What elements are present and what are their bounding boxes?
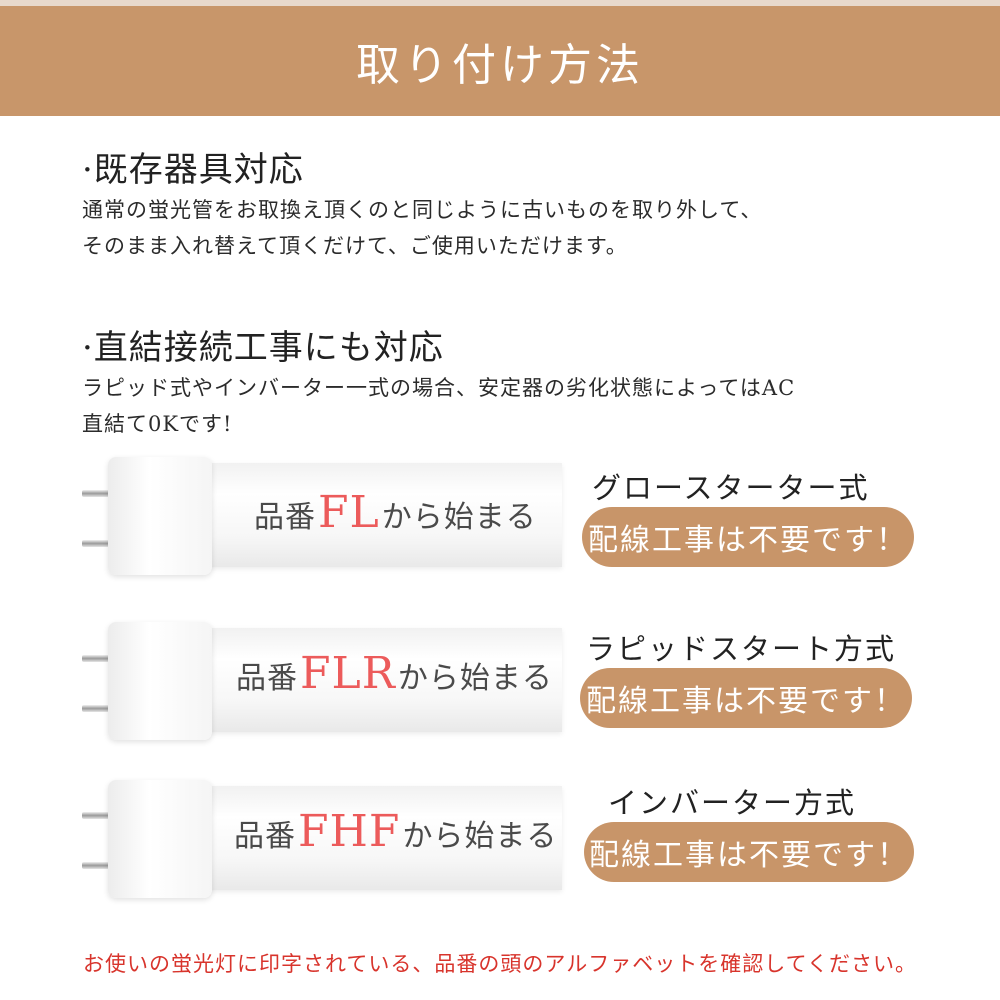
tube-code: FLR: [300, 648, 396, 699]
section-line: そのまま入れ替えて頂くだけて、ご使用いただけます。: [82, 234, 628, 258]
tube-label: 品番 FLR から始まる: [236, 648, 553, 699]
section-body: 通常の蛍光管をお取換え頂くのと同じように古いものを取り外して、 そのまま入れ替え…: [82, 192, 942, 264]
no-wiring-badge: 配線工事は不要です！: [580, 668, 912, 728]
tube-endcap: [108, 780, 212, 898]
tube-pins: [82, 655, 112, 725]
tube-row-flr: 品番 FLR から始まる ラピッドスタート方式 配線工事は不要です！: [0, 618, 1000, 748]
tube-body: [190, 463, 562, 567]
tube-endcap: [108, 622, 212, 740]
header-band: 取り付け方法: [0, 6, 1000, 116]
section-line: 通常の蛍光管をお取換え頂くのと同じように古いものを取り外して、: [82, 198, 763, 222]
tube-pins: [82, 812, 112, 882]
starter-type-name: グロースターター式: [592, 471, 870, 505]
tube-label-prefix: 品番: [254, 500, 316, 535]
starter-type-name: インバーター方式: [608, 786, 857, 820]
page-title: 取り付け方法: [356, 40, 644, 91]
section-body: ラピッド式やインバーター一式の場合、安定器の劣化状態によってはAC 直結て0Kで…: [82, 370, 942, 442]
pin-icon: [82, 812, 110, 819]
no-wiring-badge: 配線工事は不要です！: [582, 507, 914, 567]
tube-label: 品番 FHF から始まる: [234, 806, 557, 857]
section-line: 直結て0Kです!: [82, 412, 233, 436]
pin-icon: [82, 705, 110, 712]
tube-label-suffix: から始まる: [381, 500, 537, 535]
pin-icon: [82, 490, 110, 497]
tube-endcap: [108, 457, 212, 575]
tube-label-prefix: 品番: [234, 819, 296, 854]
tube-body: [190, 786, 562, 890]
section-existing-fixture: ·既存器具対応 通常の蛍光管をお取換え頂くのと同じように古いものを取り外して、 …: [82, 148, 942, 264]
tube-row-fl: 品番 FL から始まる グロースターター式 配線工事は不要です！: [0, 455, 1000, 585]
tube-label-suffix: から始まる: [397, 661, 553, 696]
tube-label-suffix: から始まる: [402, 819, 558, 854]
tube-pins: [82, 490, 112, 560]
section-heading: ·直結接続工事にも対応: [82, 328, 444, 368]
footer-note: お使いの蛍光灯に印字されている、品番の頭のアルファベットを確認してください。: [83, 952, 917, 976]
pin-icon: [82, 862, 110, 869]
tube-code: FL: [318, 487, 380, 538]
section-heading: ·既存器具対応: [82, 150, 304, 190]
tube-label: 品番 FL から始まる: [254, 487, 537, 538]
no-wiring-badge: 配線工事は不要です！: [584, 822, 914, 882]
pin-icon: [82, 655, 110, 662]
pin-icon: [82, 540, 110, 547]
tube-code: FHF: [298, 806, 401, 857]
starter-type-name: ラピッドスタート方式: [586, 632, 897, 666]
tube-row-fhf: 品番 FHF から始まる インバーター方式 配線工事は不要です！: [0, 776, 1000, 906]
section-direct-wiring: ·直結接続工事にも対応 ラピッド式やインバーター一式の場合、安定器の劣化状態によ…: [82, 326, 942, 442]
tube-body: [190, 628, 562, 732]
top-strip: [0, 0, 1000, 6]
tube-label-prefix: 品番: [236, 661, 298, 696]
section-line: ラピッド式やインバーター一式の場合、安定器の劣化状態によってはAC: [82, 376, 796, 400]
